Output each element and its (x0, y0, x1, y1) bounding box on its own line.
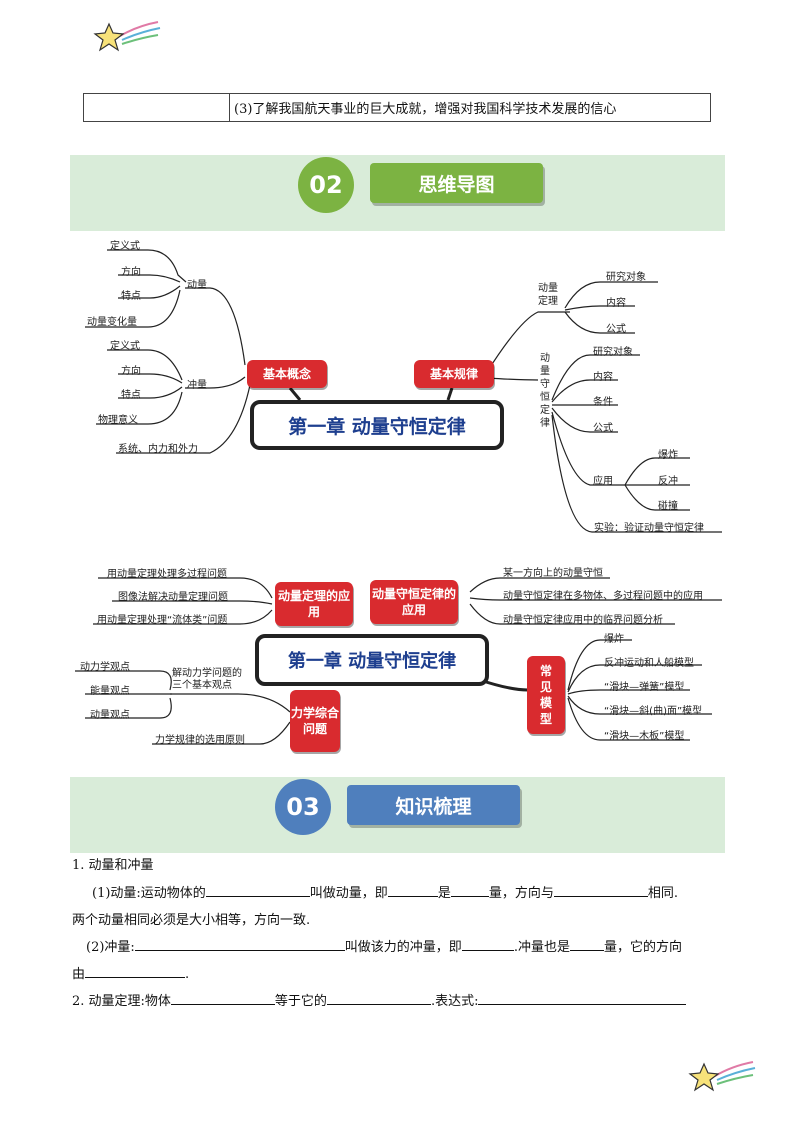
mindmap-leaf: “滑块—木板”模型 (604, 731, 685, 742)
text: .冲量也是 (513, 940, 570, 955)
section-banner-knowledge: 03 知识梳理 (70, 777, 725, 853)
mindmap-leaf: 碰撞 (658, 501, 678, 512)
mindmap-node-basic-laws: 基本规律 (414, 360, 494, 388)
section-title: 思维导图 (370, 163, 543, 203)
fill-blank (170, 992, 275, 1005)
table-cell-empty (84, 94, 230, 121)
fill-blank (85, 965, 186, 978)
mindmap-label-conservation: 动量守恒定律 (540, 353, 550, 429)
mindmap-label-theorem: 动量定理 (538, 283, 558, 307)
mindmap-leaf: 用动量定理处理多过程问题 (107, 569, 227, 580)
mindmap-leaf: 动量守恒定律在多物体、多过程问题中的应用 (503, 591, 703, 602)
fill-blank (569, 938, 604, 951)
mindmap-leaf: 特点 (121, 390, 141, 401)
mindmap-label-momentum: 动量 (187, 280, 207, 291)
mindmap-label-application: 应用 (593, 476, 613, 487)
text: 等于它的 (274, 994, 327, 1009)
mindmap-leaf: 研究对象 (593, 347, 633, 358)
mindmap-leaf: 爆炸 (658, 450, 678, 461)
section-banner-mindmap: 02 思维导图 (70, 155, 725, 231)
paragraph-momentum: (1)动量:运动物体的 叫做动量，即 是 量，方向与 相同. (92, 882, 678, 901)
mindmap-leaf: 爆炸 (604, 634, 624, 645)
mindmap-leaf: 动量守恒定律应用中的临界问题分析 (503, 615, 663, 626)
mindmap-node-common-models: 常见模型 (527, 656, 565, 734)
text: 是 (437, 886, 451, 901)
text: 量，它的方向 (603, 940, 682, 955)
fill-blank (387, 884, 438, 897)
text: 叫做动量，即 (309, 886, 388, 901)
heading-momentum-impulse: 1. 动量和冲量 (72, 858, 154, 873)
mindmap-node-conservation-application: 动量守恒定律的应用 (370, 580, 458, 624)
heading-momentum-theorem: 2. 动量定理:物体 等于它的 .表达式: (72, 990, 687, 1009)
star-decoration-icon (688, 1061, 756, 1092)
mindmap-leaf: 动力学观点 (80, 662, 130, 673)
mindmap-leaf: 力学规律的选用原则 (155, 735, 245, 746)
text: (2)冲量: (86, 940, 135, 955)
mindmap-node-mechanics-comprehensive: 力学综合问题 (290, 690, 340, 752)
mindmap-1-center-title: 第一章 动量守恒定律 (250, 400, 504, 450)
mindmap-leaf: 公式 (593, 423, 613, 434)
mindmap-leaf: 研究对象 (606, 272, 646, 283)
paragraph-momentum-note: 两个动量相同必须是大小相等，方向一致. (72, 913, 311, 928)
mindmap-leaf: 反冲 (658, 476, 678, 487)
mindmap-leaf: 定义式 (110, 341, 140, 352)
mindmap-leaf: 某一方向上的动量守恒 (503, 568, 603, 579)
mindmap-leaf: 条件 (593, 397, 613, 408)
mindmap-label-three-views: 解动力学问题的三个基本观点 (172, 668, 242, 691)
mindmap-2-center-title: 第一章 动量守恒定律 (255, 634, 489, 686)
mindmap-leaf: 定义式 (110, 241, 140, 252)
text: . (185, 967, 190, 982)
mindmap-leaf: 物理意义 (98, 415, 138, 426)
text: .表达式: (430, 994, 479, 1009)
mindmap-node-basic-concepts: 基本概念 (247, 360, 327, 388)
mindmap-leaf: 动量观点 (90, 710, 130, 721)
mindmap-leaf: 特点 (121, 291, 141, 302)
fill-blank (478, 992, 687, 1005)
text: 量，方向与 (488, 886, 554, 901)
text: 由 (72, 967, 86, 982)
fill-blank (326, 992, 431, 1005)
text: 2. 动量定理:物体 (72, 994, 171, 1009)
mindmap-leaf: “滑块—弹簧”模型 (604, 682, 685, 693)
text: (1)动量:运动物体的 (92, 886, 206, 901)
paragraph-impulse-direction: 由. (72, 963, 189, 982)
mindmap-leaf: 能量观点 (90, 686, 130, 697)
mindmap-leaf: 方向 (121, 267, 141, 278)
mindmap-leaf: 方向 (121, 366, 141, 377)
mindmap-leaf-experiment: 实验：验证动量守恒定律 (594, 523, 704, 534)
mindmap-leaf: 用动量定理处理“流体类”问题 (97, 615, 228, 626)
fill-blank (461, 938, 514, 951)
mindmap-label-impulse: 冲量 (187, 380, 207, 391)
mindmap-leaf: 内容 (606, 298, 626, 309)
mindmap-leaf-system: 系统、内力和外力 (118, 444, 198, 455)
mindmap-leaf: “滑块—斜(曲)面”模型 (604, 706, 703, 717)
mindmap-leaf: 图像法解决动量定理问题 (118, 592, 228, 603)
mindmap-leaf: 公式 (606, 324, 626, 335)
mindmap-leaf: 动量变化量 (87, 317, 137, 328)
star-decoration-icon (93, 21, 161, 52)
mindmap-node-theorem-application: 动量定理的应用 (275, 582, 353, 626)
objectives-table-row: (3)了解我国航天事业的巨大成就，增强对我国科学技术发展的信心 (83, 93, 711, 122)
text: 叫做该力的冲量，即 (344, 940, 462, 955)
fill-blank (134, 938, 345, 951)
table-cell-objective: (3)了解我国航天事业的巨大成就，增强对我国科学技术发展的信心 (234, 102, 617, 117)
fill-blank (450, 884, 489, 897)
section-number-badge: 03 (275, 779, 331, 835)
fill-blank (553, 884, 648, 897)
section-title: 知识梳理 (347, 785, 520, 825)
mindmap-leaf: 内容 (593, 372, 613, 383)
text: 相同. (647, 886, 678, 901)
section-number-badge: 02 (298, 157, 354, 213)
mindmap-leaf: 反冲运动和人船模型 (604, 658, 694, 669)
fill-blank (205, 884, 310, 897)
paragraph-impulse: (2)冲量: 叫做该力的冲量，即 .冲量也是 量，它的方向 (86, 936, 682, 955)
